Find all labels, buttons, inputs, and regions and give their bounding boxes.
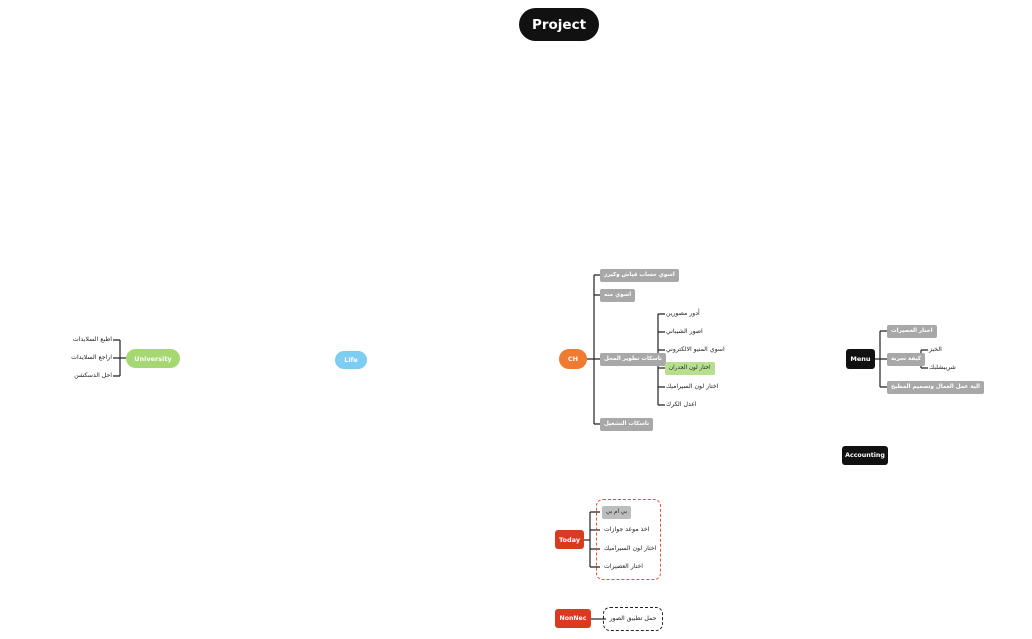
ch-sub-photo[interactable]: اصور الشيباني [666,328,703,335]
ch-item-dev-tasks[interactable]: تاسكات تطوير المحل [600,353,666,366]
node-accounting-label: Accounting [845,452,885,459]
node-today[interactable]: Today [555,530,584,549]
nonnec-item-photo-app: حمل تطبيق الصور [609,615,657,622]
node-ch[interactable]: CH [559,349,587,369]
university-item-2[interactable]: اراجع السلايدات [71,354,112,361]
today-item-bmb[interactable]: بي ام بي [602,506,632,519]
today-group-frame [596,499,661,580]
node-menu[interactable]: Menu [846,349,875,369]
today-item-juices[interactable]: اختار العصيرات [604,563,644,570]
ch-item-menu[interactable]: اسوي منه [600,289,636,302]
ch-sub-e-menu[interactable]: اسوي المنيو الالكتروني [666,346,725,353]
menu-item-kitchen[interactable]: الية عمل العمال وتصميم المطبخ [887,381,984,394]
menu-sub-drink[interactable]: شريبشلبك [929,364,956,371]
node-accounting[interactable]: Accounting [842,446,888,465]
menu-sub-bread[interactable]: الخبز [929,346,942,353]
nonnec-item-frame[interactable]: حمل تطبيق الصور [603,607,663,631]
ch-sub-ceramic[interactable]: اختار لون السيراميك [666,383,719,390]
ch-sub-photographers[interactable]: أدور مصورين [666,310,700,317]
node-life-label: Life [344,356,358,364]
node-nonnec[interactable]: NonNec [555,609,591,628]
menu-item-juices[interactable]: اختار العصيرات [887,325,937,338]
node-menu-label: Menu [850,355,871,363]
node-university-label: University [134,354,172,363]
node-ch-label: CH [567,355,579,363]
node-university[interactable]: University [126,349,180,368]
ch-item-account[interactable]: اسوي حساب قياش وكيرز [600,269,679,282]
ch-sub-karak[interactable]: اعدل الكرك [666,401,697,408]
today-item-ceramic[interactable]: اختار لون السيراميك [604,545,657,552]
university-item-3[interactable]: احل الدسكشن [74,372,112,379]
node-nonnec-label: NonNec [559,615,587,622]
project-title[interactable]: Project [519,8,599,41]
today-item-passport[interactable]: اخذ موعد جوازات [604,526,650,533]
ch-item-ops-tasks[interactable]: تاسكات التشغيل [600,418,654,431]
node-today-label: Today [558,535,581,544]
project-title-label: Project [531,16,587,33]
menu-item-trial[interactable]: كيفة تجربة [887,353,926,366]
ch-sub-wall-color[interactable]: اختار لون الجدران [665,362,715,375]
university-item-1[interactable]: اطبع السلايدات [72,336,112,343]
node-life[interactable]: Life [335,351,367,369]
